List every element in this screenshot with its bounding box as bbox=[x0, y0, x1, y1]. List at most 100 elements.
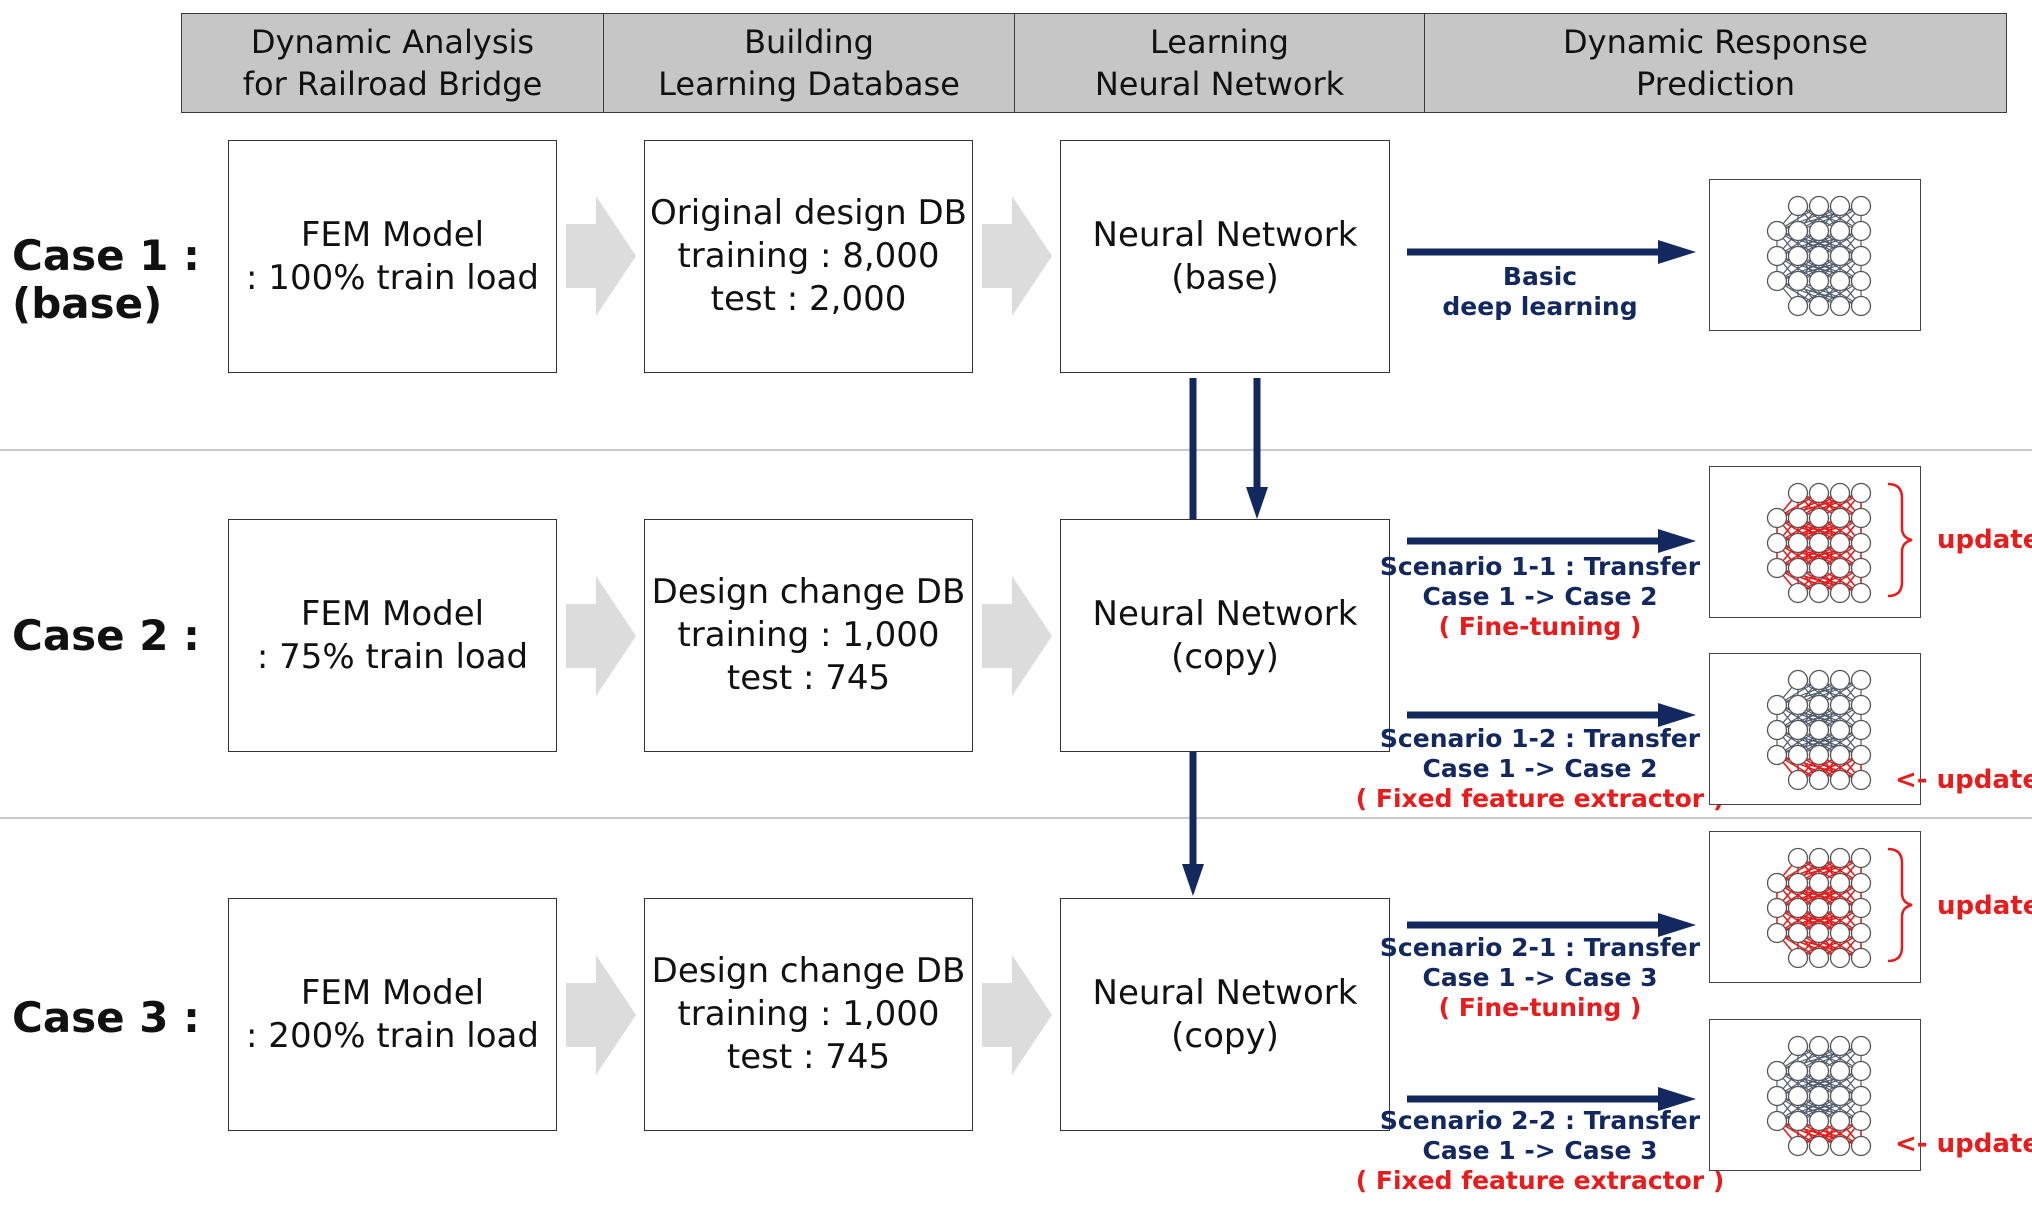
database-box-case1: Original design DB training : 8,000 test… bbox=[644, 140, 973, 373]
network-node bbox=[1808, 532, 1830, 554]
network-node bbox=[1850, 847, 1872, 869]
network-node bbox=[1808, 295, 1830, 317]
network-node bbox=[1829, 532, 1851, 554]
network-node bbox=[1787, 872, 1809, 894]
header-text: Dynamic Analysis bbox=[250, 23, 535, 61]
scenario-title: Scenario 2-1 : Transfer bbox=[1379, 933, 1701, 962]
case-2-label: Case 2 : bbox=[12, 612, 200, 660]
network-node bbox=[1787, 719, 1809, 741]
network-edge bbox=[1797, 1120, 1862, 1147]
network-edge bbox=[1776, 857, 1841, 884]
network-edge bbox=[1776, 230, 1841, 257]
network-node bbox=[1766, 507, 1788, 529]
db-test: test : 745 bbox=[726, 1037, 891, 1077]
network-edge bbox=[1797, 230, 1862, 257]
navy-arrow-shaft bbox=[1407, 248, 1660, 256]
network-node bbox=[1808, 719, 1830, 741]
network-diagram bbox=[1766, 195, 1872, 317]
network-edge bbox=[1797, 542, 1862, 569]
network-node bbox=[1829, 769, 1851, 791]
network-edge bbox=[1797, 679, 1862, 706]
network-edge bbox=[1797, 754, 1862, 781]
network-image-scenario-1-2 bbox=[1709, 653, 1921, 805]
network-node bbox=[1850, 220, 1872, 242]
network-node bbox=[1808, 1060, 1830, 1082]
network-node bbox=[1787, 557, 1809, 579]
update-text: update bbox=[1936, 1129, 2032, 1159]
left-arrow-icon: <- bbox=[1895, 765, 1928, 795]
nn-title: Neural Network bbox=[1092, 593, 1358, 634]
network-node bbox=[1787, 245, 1809, 267]
scenario-title: Scenario 1-1 : Transfer bbox=[1379, 552, 1701, 581]
network-node bbox=[1766, 1085, 1788, 1107]
network-edge bbox=[1776, 679, 1841, 706]
network-edge bbox=[1776, 729, 1841, 756]
network-node bbox=[1808, 669, 1830, 691]
fem-title: FEM Model bbox=[300, 972, 485, 1013]
nn-title: Neural Network bbox=[1092, 214, 1358, 255]
db-test: test : 745 bbox=[726, 658, 891, 698]
network-node bbox=[1766, 694, 1788, 716]
network-edge bbox=[1776, 255, 1841, 282]
case-1-label: Case 1 : (base) bbox=[12, 232, 200, 328]
fem-model-box-case1: FEM Model : 100% train load bbox=[228, 140, 557, 373]
network-node bbox=[1787, 220, 1809, 242]
network-node bbox=[1829, 947, 1851, 969]
scenario-method: ( Fine-tuning ) bbox=[1438, 612, 1642, 641]
network-node bbox=[1808, 1135, 1830, 1157]
navy-arrowhead bbox=[1658, 529, 1696, 553]
network-node bbox=[1808, 847, 1830, 869]
network-edge bbox=[1797, 1095, 1862, 1122]
network-node bbox=[1787, 769, 1809, 791]
network-node bbox=[1850, 582, 1872, 604]
network-node bbox=[1787, 482, 1809, 504]
navy-arrow-shaft bbox=[1189, 752, 1197, 866]
nn-title: Neural Network bbox=[1092, 972, 1358, 1013]
network-edge bbox=[1776, 1070, 1841, 1097]
network-node bbox=[1850, 872, 1872, 894]
network-node bbox=[1850, 482, 1872, 504]
network-node bbox=[1808, 507, 1830, 529]
navy-arrow-shaft bbox=[1407, 537, 1660, 545]
header-dynamic-analysis: Dynamic Analysis for Railroad Bridge bbox=[181, 13, 604, 113]
network-node bbox=[1829, 507, 1851, 529]
gray-flow-arrow bbox=[566, 196, 636, 316]
scenario-2-2-label: Scenario 2-2 : Transfer Case 1 -> Case 3… bbox=[1356, 1106, 1725, 1196]
network-image-scenario-1-1 bbox=[1709, 466, 1921, 618]
case-label-text: Case 2 : bbox=[12, 611, 200, 660]
network-node bbox=[1829, 669, 1851, 691]
network-node bbox=[1766, 270, 1788, 292]
scenario-transfer: Case 1 -> Case 3 bbox=[1422, 1136, 1658, 1165]
scenario-1-1-label: Scenario 1-1 : Transfer Case 1 -> Case 2… bbox=[1380, 552, 1700, 642]
fem-title: FEM Model bbox=[300, 593, 485, 634]
network-diagram bbox=[1766, 1035, 1872, 1157]
navy-arrow-shaft bbox=[1407, 1095, 1660, 1103]
navy-arrowhead bbox=[1182, 864, 1204, 896]
header-neural-network: Learning Neural Network bbox=[1014, 13, 1425, 113]
network-node bbox=[1850, 1110, 1872, 1132]
db-training: training : 1,000 bbox=[677, 994, 940, 1034]
network-node bbox=[1766, 922, 1788, 944]
header-text: Prediction bbox=[1636, 65, 1795, 103]
network-edge bbox=[1776, 882, 1841, 909]
network-node bbox=[1850, 1060, 1872, 1082]
scenario-method: ( Fixed feature extractor ) bbox=[1355, 784, 1725, 813]
network-edge bbox=[1797, 857, 1862, 884]
network-diagram bbox=[1766, 669, 1872, 791]
network-node bbox=[1850, 694, 1872, 716]
network-node bbox=[1829, 557, 1851, 579]
case-3-label: Case 3 : bbox=[12, 994, 200, 1042]
navy-arrowhead bbox=[1658, 240, 1696, 264]
db-title: Design change DB bbox=[651, 951, 966, 991]
scenario-method: ( Fixed feature extractor ) bbox=[1355, 1166, 1725, 1195]
db-title: Original design DB bbox=[650, 193, 967, 233]
network-node bbox=[1766, 1110, 1788, 1132]
network-edge bbox=[1797, 729, 1862, 756]
db-test: test : 2,000 bbox=[710, 279, 907, 319]
network-node bbox=[1850, 897, 1872, 919]
gray-flow-arrow bbox=[982, 576, 1052, 696]
network-node bbox=[1850, 922, 1872, 944]
update-label: <- update bbox=[1895, 1129, 2032, 1159]
